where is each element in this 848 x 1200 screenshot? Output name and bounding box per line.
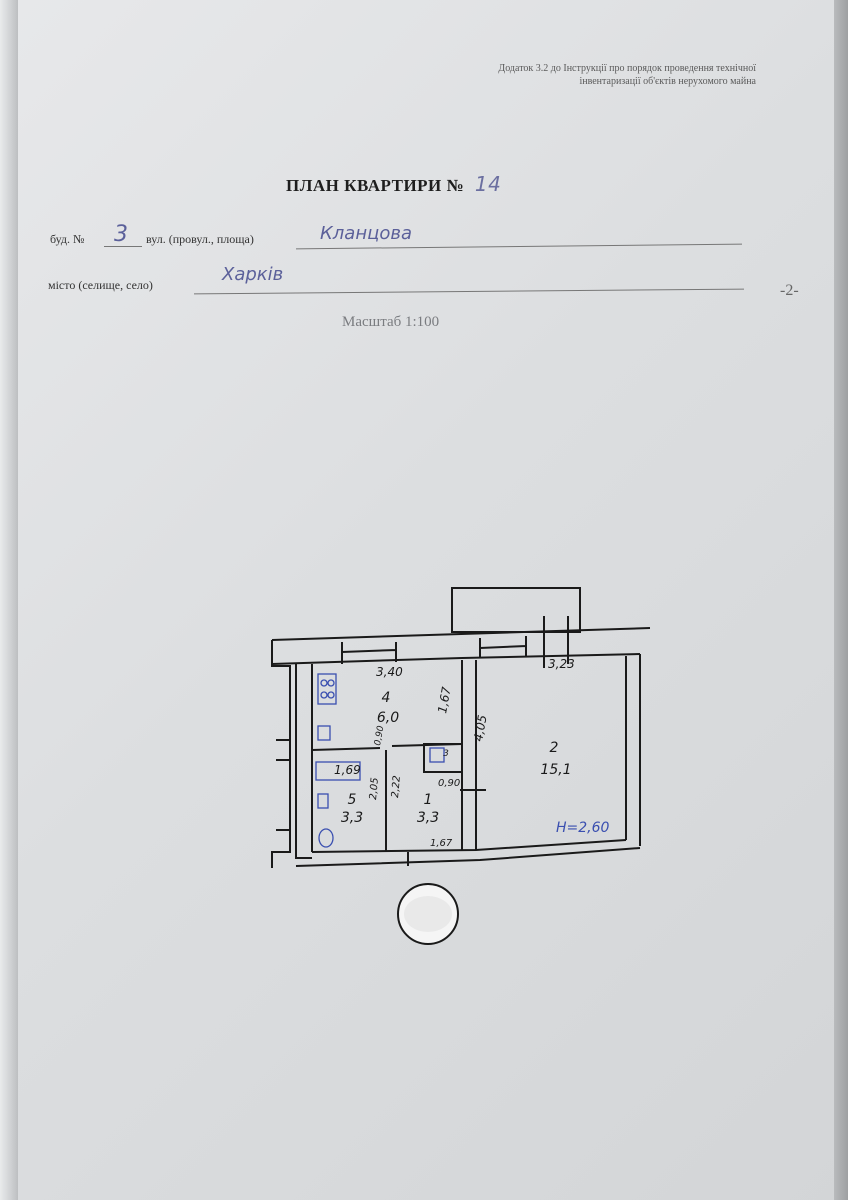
top-outer-wall <box>271 627 651 641</box>
room-window <box>479 636 527 658</box>
room-4-number: 4 <box>382 690 391 706</box>
room-2-number: 2 <box>550 740 559 756</box>
plan-walls <box>271 587 651 868</box>
dim-bath-width: 1,69 <box>334 763 361 777</box>
left-outer-wall <box>271 640 291 868</box>
street-name: Кланцова <box>320 223 412 244</box>
building-underline <box>104 246 142 247</box>
dim-kitchen-side: 0,90 <box>373 725 386 747</box>
bottom-outer-wall <box>311 839 627 853</box>
partition-kitchen-bath <box>311 747 381 751</box>
room-5-area: 3,3 <box>341 810 363 826</box>
room-1-number: 1 <box>424 792 433 808</box>
wc-fixture <box>429 747 445 763</box>
city-name: Харків <box>222 264 284 285</box>
document-title: ПЛАН КВАРТИРИ № 14 <box>286 172 501 196</box>
scale-label: Масштаб 1:100 <box>342 314 440 330</box>
page-number-mark: -2- <box>780 282 799 299</box>
room-5-number: 5 <box>348 792 357 808</box>
sink <box>317 725 331 741</box>
plan-fixtures <box>315 673 445 848</box>
document-sheet <box>18 0 848 1200</box>
street-label: вул. (провул., площа) <box>146 232 254 246</box>
dim-hall-depth: 2,22 <box>390 775 403 798</box>
room-labels: 4 6,0 2 15,1 5 3,3 1 3,3 3 <box>341 690 572 826</box>
appendix-note: Додаток 3.2 до Інструкції про порядок пр… <box>498 62 756 88</box>
building-label: буд. № <box>50 232 85 246</box>
stove <box>317 673 337 705</box>
balcony <box>451 587 581 633</box>
toilet <box>318 828 334 848</box>
room-2-area: 15,1 <box>540 762 571 778</box>
ceiling-height: H=2,60 <box>556 820 610 836</box>
city-label: місто (селище, село) <box>48 278 153 292</box>
dim-kitchen-depth: 1,67 <box>435 685 453 714</box>
dim-kitchen-width: 3,40 <box>376 665 403 679</box>
wc-room <box>423 743 463 773</box>
appendix-line-1: Додаток 3.2 до Інструкції про порядок пр… <box>498 63 756 74</box>
room-1-area: 3,3 <box>417 810 439 826</box>
dim-room-depth: 4,05 <box>471 714 489 743</box>
bathtub <box>315 761 361 781</box>
room-4-area: 6,0 <box>377 710 399 726</box>
page-right-edge <box>834 0 848 1200</box>
stamp-redaction <box>404 896 452 932</box>
room-3-number: 3 <box>443 749 449 759</box>
page-left-edge <box>0 0 18 1200</box>
dimension-labels: 3,40 3,23 1,67 4,05 1,69 2,05 2,22 1,67 … <box>334 657 575 849</box>
apartment-number: 14 <box>474 172 502 196</box>
washbasin <box>317 793 329 809</box>
dim-hall-width: 1,67 <box>430 838 453 849</box>
kitchen-window <box>341 642 397 664</box>
title-label: ПЛАН КВАРТИРИ № <box>286 176 465 195</box>
dim-bath-depth: 2,05 <box>368 777 381 800</box>
dim-room-width: 3,23 <box>548 657 575 671</box>
appendix-line-2: інвентаризації об'єктів нерухомого майна <box>579 76 756 87</box>
building-number: 3 <box>114 222 128 247</box>
dim-wc-width: 0,90 <box>438 778 460 789</box>
